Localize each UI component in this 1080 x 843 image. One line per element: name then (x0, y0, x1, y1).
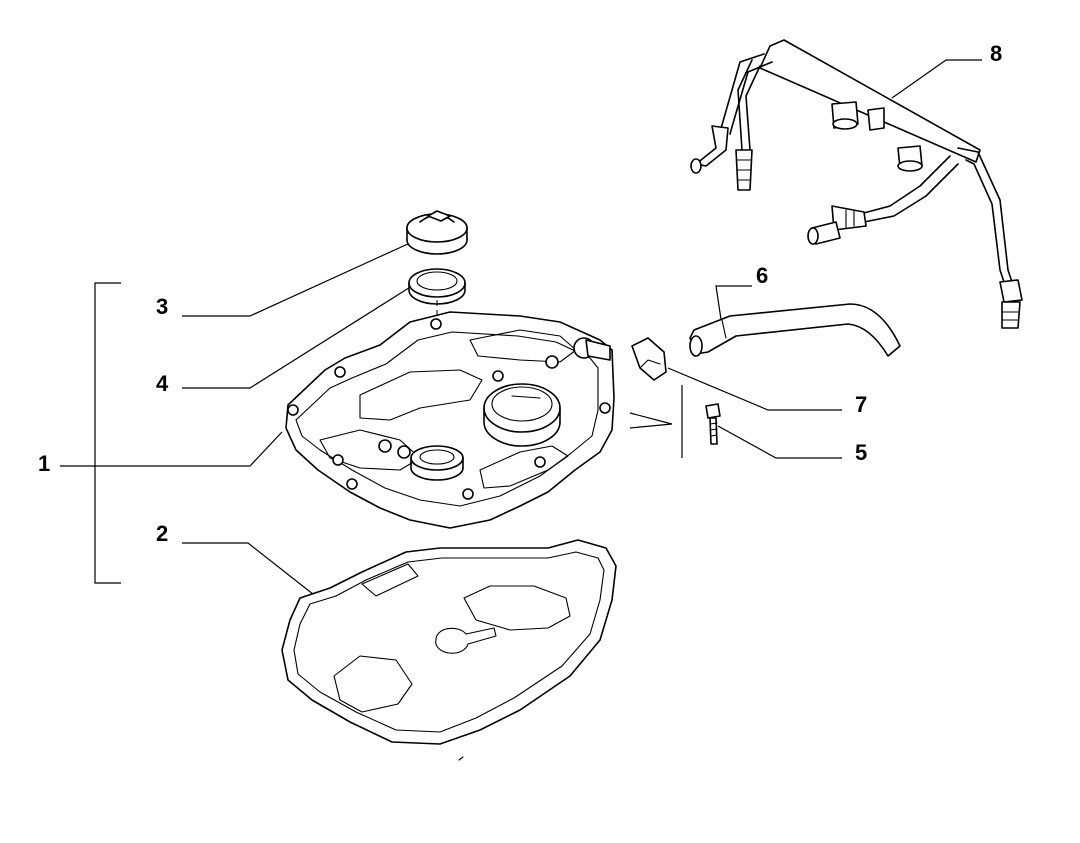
callout-2: 2 (156, 521, 169, 546)
leader-2 (182, 542, 319, 599)
leader-1 (60, 431, 283, 467)
callout-4: 4 (156, 371, 169, 396)
leader-7 (667, 367, 842, 411)
leader-fastener (629, 412, 673, 429)
gasket (281, 539, 617, 745)
leader-lines (60, 59, 982, 599)
bolt (705, 403, 721, 445)
breather-hose (689, 303, 901, 357)
callout-1: 1 (38, 451, 51, 476)
callout-8: 8 (990, 41, 1003, 66)
callout-7: 7 (855, 392, 868, 417)
valve-cover (285, 311, 615, 529)
clip (631, 337, 667, 381)
bracket-item-1 (94, 282, 121, 584)
seal-ring (408, 268, 466, 305)
callout-3: 3 (156, 294, 169, 319)
tick-mark (458, 756, 464, 761)
leader-3 (182, 242, 411, 317)
pipe-assembly (690, 39, 1023, 329)
callout-5: 5 (855, 440, 868, 465)
callout-6: 6 (756, 263, 769, 288)
oil-filler-cap (406, 210, 468, 255)
leader-6 (715, 285, 752, 327)
leader-8 (891, 59, 982, 99)
leader-5 (717, 425, 842, 459)
leader-4 (182, 285, 413, 389)
